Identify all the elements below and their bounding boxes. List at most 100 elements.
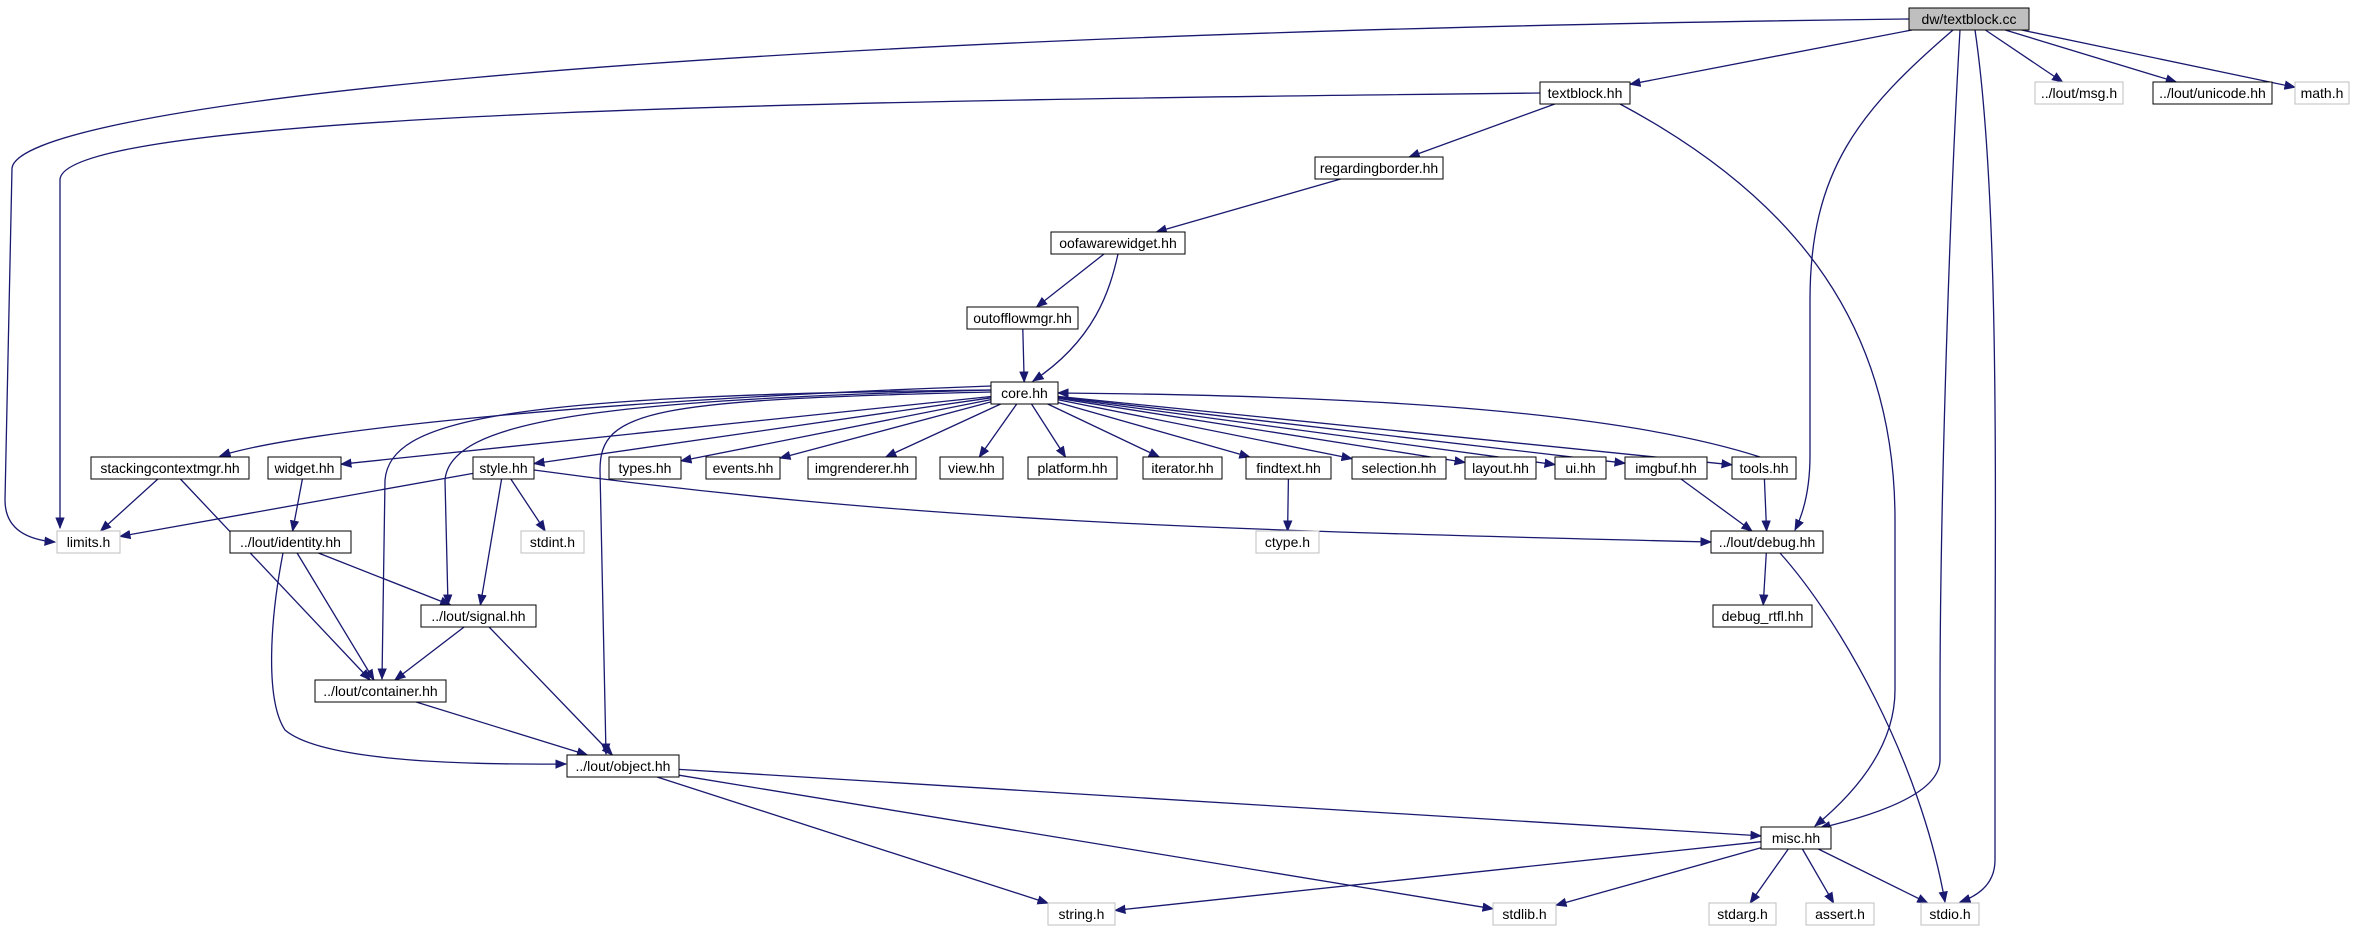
node-label: ui.hh [1565, 460, 1595, 476]
node-events-hh[interactable]: events.hh [705, 456, 781, 480]
edge-core_hh-to-imgrenderer_hh [884, 403, 1001, 458]
edge-core_hh-to-types_hh [679, 398, 992, 464]
node-label: stdio.h [1929, 906, 1970, 922]
nodes-layer: dw/textblock.cc textblock.hh ../lout/msg.h… [56, 7, 2350, 926]
node-label: ../lout/identity.hh [240, 534, 341, 550]
node-stackingcontextmgr-hh[interactable]: stackingcontextmgr.hh [90, 456, 250, 480]
node-label: string.h [1059, 906, 1105, 922]
node-style-hh[interactable]: style.hh [472, 456, 535, 480]
edge-style_hh-to-stdint_h [510, 478, 546, 532]
node-label: core.hh [1001, 385, 1048, 401]
node-core-hh[interactable]: core.hh [990, 381, 1059, 405]
node-label: misc.hh [1772, 830, 1820, 846]
node-widget-hh[interactable]: widget.hh [267, 456, 342, 480]
node-lout-object-hh[interactable]: ../lout/object.hh [566, 754, 680, 778]
node-misc-hh[interactable]: misc.hh [1760, 826, 1832, 850]
node-box [1920, 902, 1980, 926]
node-lout-container-hh[interactable]: ../lout/container.hh [314, 679, 447, 703]
node-oofawarewidget-hh[interactable]: oofawarewidget.hh [1050, 231, 1186, 255]
edge-root-to-limits_h [4, 18, 1910, 546]
node-label: math.h [2301, 85, 2344, 101]
edges-layer [4, 18, 2297, 914]
edge-core_hh-to-view_hh [978, 403, 1018, 458]
node-box [705, 456, 781, 480]
node-regardingborder-hh[interactable]: regardingborder.hh [1314, 156, 1444, 180]
node-label: ../lout/signal.hh [431, 608, 525, 624]
edge-core_hh-to-lout_container_hh [377, 389, 992, 681]
edge-style_hh-to-limits_h [118, 472, 474, 540]
node-box [520, 530, 585, 554]
node-debug-rtfl-hh[interactable]: debug_rtfl.hh [1712, 604, 1813, 628]
edge-core_hh-to-widget_hh [339, 395, 992, 468]
node-label: ../lout/unicode.hh [2159, 85, 2266, 101]
edge-textblock_hh-to-limits_h [55, 92, 1541, 530]
edge-tools_hh-to-lout_debug_hh [1761, 478, 1771, 533]
node-box [1760, 826, 1832, 850]
edge-misc_hh-to-string_h [1113, 841, 1762, 914]
node-box [1731, 456, 1797, 480]
edge-lout_container_hh-to-lout_object_hh [415, 701, 589, 757]
node-lout-unicode-hh[interactable]: ../lout/unicode.hh [2152, 81, 2273, 105]
node-box [1050, 231, 1186, 255]
edge-lout_identity_hh-to-lout_signal_hh [318, 552, 452, 606]
node-box [229, 530, 352, 554]
node-box [1464, 456, 1537, 480]
node-view-hh[interactable]: view.hh [939, 456, 1004, 480]
node-types-hh[interactable]: types.hh [608, 456, 682, 480]
node-findtext-hh[interactable]: findtext.hh [1245, 456, 1332, 480]
node-stdint-h: stdint.h [520, 530, 585, 554]
node-label: types.hh [619, 460, 672, 476]
edge-stackingcontextmgr_hh-to-lout_container_hh [179, 478, 371, 681]
node-platform-hh[interactable]: platform.hh [1027, 456, 1118, 480]
node-outofflowmgr-hh[interactable]: outofflowmgr.hh [966, 306, 1079, 330]
node-label: stackingcontextmgr.hh [100, 460, 239, 476]
node-label: assert.h [1815, 906, 1865, 922]
node-box [314, 679, 447, 703]
node-imgbuf-hh[interactable]: imgbuf.hh [1624, 456, 1708, 480]
edge-core_hh-to-lout_signal_hh [443, 389, 992, 607]
node-box [1805, 902, 1875, 926]
node-label: events.hh [713, 460, 774, 476]
edge-textblock_hh-to-regardingborder_hh [1408, 103, 1556, 158]
edge-root-to-misc_hh [1818, 29, 1961, 831]
edge-root-to-math_h [2021, 29, 2297, 90]
edge-core_hh-to-layout_hh [1057, 397, 1467, 466]
edge-regardingborder_hh-to-oofawarewidget_hh [1155, 178, 1341, 234]
edge-root-to-lout_msg_h [1985, 29, 2064, 83]
node-stdlib-h: stdlib.h [1492, 902, 1557, 926]
node-box [1245, 456, 1332, 480]
node-box [1351, 456, 1447, 480]
edge-root-to-stdio_h [1958, 29, 1997, 904]
node-textblock-hh[interactable]: textblock.hh [1539, 81, 1631, 105]
node-label: layout.hh [1472, 460, 1529, 476]
node-box [420, 604, 537, 628]
node-lout-signal-hh[interactable]: ../lout/signal.hh [420, 604, 537, 628]
node-box [608, 456, 682, 480]
node-tools-hh[interactable]: tools.hh [1731, 456, 1797, 480]
node-box [2294, 81, 2350, 105]
node-box [1624, 456, 1708, 480]
node-layout-hh[interactable]: layout.hh [1464, 456, 1537, 480]
node-label: selection.hh [1362, 460, 1437, 476]
edge-lout_signal_hh-to-lout_object_hh [488, 626, 614, 756]
node-box [472, 456, 535, 480]
node-label: outofflowmgr.hh [973, 310, 1072, 326]
node-assert-h: assert.h [1805, 902, 1875, 926]
node-label: oofawarewidget.hh [1059, 235, 1177, 251]
node-lout-identity-hh[interactable]: ../lout/identity.hh [229, 530, 352, 554]
node-label: imgrenderer.hh [815, 460, 909, 476]
node-stdio-h: stdio.h [1920, 902, 1980, 926]
node-selection-hh[interactable]: selection.hh [1351, 456, 1447, 480]
node-box [1255, 530, 1320, 554]
node-root[interactable]: dw/textblock.cc [1908, 7, 2030, 31]
edge-root-to-lout_debug_hh [1794, 29, 1954, 532]
node-lout-debug-hh[interactable]: ../lout/debug.hh [1710, 530, 1824, 554]
node-box [2034, 81, 2124, 105]
edge-outofflowmgr_hh-to-core_hh [1019, 328, 1029, 384]
node-lout-msg-h: ../lout/msg.h [2034, 81, 2124, 105]
node-ui-hh[interactable]: ui.hh [1554, 456, 1607, 480]
node-iterator-hh[interactable]: iterator.hh [1142, 456, 1223, 480]
node-imgrenderer-hh[interactable]: imgrenderer.hh [807, 456, 917, 480]
node-label: ../lout/debug.hh [1719, 534, 1816, 550]
edge-lout_signal_hh-to-lout_container_hh [393, 626, 465, 681]
